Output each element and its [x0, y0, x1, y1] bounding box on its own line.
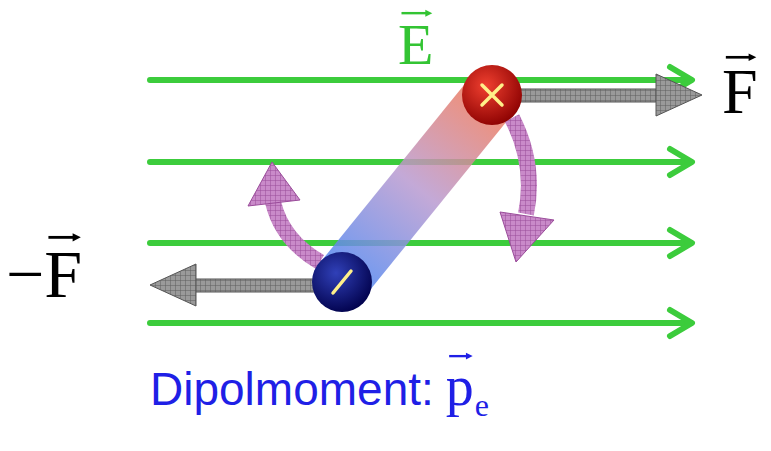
field-arrowhead: [670, 310, 692, 336]
positive-charge: [462, 65, 522, 125]
field-line: [150, 320, 690, 326]
rotation-arrowhead: [248, 162, 300, 206]
force-arrow-shaft: [190, 279, 320, 292]
rotation-arrow-shaft: [512, 118, 529, 214]
vector-arrow-shaft: [449, 355, 468, 357]
force-symbol: F: [722, 60, 758, 124]
subscript-text: e: [475, 389, 489, 421]
force-arrowhead: [656, 74, 702, 116]
field-symbol: E: [398, 16, 433, 74]
charge-circle: [312, 252, 372, 312]
vector-arrows: [48, 10, 756, 360]
negative-charge: [312, 252, 372, 312]
charge-circle: [462, 65, 522, 125]
vector-arrow-shaft: [401, 12, 427, 14]
rotation-arrowhead: [500, 212, 554, 262]
vector-arrow-shaft: [726, 56, 751, 59]
vector-arrow-shaft: [48, 236, 75, 239]
field-line: [150, 240, 690, 246]
rotation-arrows: [248, 118, 554, 262]
force-arrows: [150, 74, 702, 306]
caption-text: Dipolmoment:: [150, 366, 434, 412]
dipole-symbol: p: [446, 358, 474, 414]
cross-symbol: [482, 85, 502, 105]
dipole-bar: [342, 95, 492, 280]
field-line: [150, 77, 690, 83]
slash-symbol: [333, 271, 351, 293]
force-arrow-shaft: [512, 89, 660, 102]
rotation-arrow-shaft: [273, 202, 320, 262]
field-lines: [150, 67, 692, 336]
force-symbol: −F: [6, 240, 82, 308]
field-arrowhead: [670, 230, 692, 256]
force-arrowhead: [150, 264, 196, 306]
field-arrowhead: [670, 149, 692, 175]
